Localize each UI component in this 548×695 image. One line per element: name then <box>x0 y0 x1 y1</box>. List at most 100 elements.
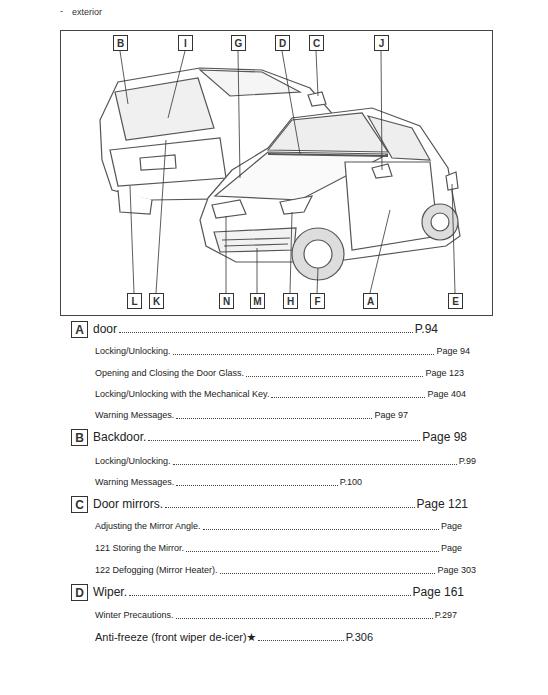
callout-box: H <box>283 293 298 309</box>
section-letter-box: D <box>71 584 88 601</box>
callout-letter: A <box>75 323 84 337</box>
index-entry: Opening and Closing the Door Glass. <box>95 367 244 380</box>
page-reference: Page 97 <box>374 409 408 422</box>
dot-leader <box>129 595 411 596</box>
callout-letter: D <box>279 38 286 49</box>
callout-box: B <box>113 35 128 51</box>
leader-line <box>290 212 292 293</box>
leader-line <box>257 248 258 293</box>
index-entry: Backdoor. <box>93 429 146 445</box>
index-row: Warning Messages. P.100 <box>95 476 362 489</box>
page-reference: Page 123 <box>425 367 464 380</box>
callout-box: I <box>178 35 193 51</box>
dot-leader <box>176 418 372 419</box>
index-row: Winter Precautions.P.297 <box>95 609 457 622</box>
callout-letter: B <box>75 431 84 445</box>
callout-box: G <box>231 35 246 51</box>
callout-letter: I <box>184 38 187 49</box>
leader-line <box>168 51 185 118</box>
leader-line <box>282 51 300 154</box>
index-entry: Anti-freeze (front wiper de-icer)★ <box>95 630 256 645</box>
callout-box: F <box>310 293 325 309</box>
headlamp-left <box>212 200 246 218</box>
dot-leader <box>271 397 425 398</box>
index-row: doorP.94 <box>93 321 438 337</box>
leader-line <box>316 51 318 96</box>
page-reference: Page 121 <box>417 496 468 512</box>
index-entry: Winter Precautions. <box>95 609 174 622</box>
front-wheel-hub <box>304 240 332 268</box>
index-row: Locking/Unlocking with the Mechanical Ke… <box>95 388 466 401</box>
leader-line <box>156 140 166 293</box>
callout-box: N <box>219 293 234 309</box>
callout-box: M <box>250 293 265 309</box>
wiper-line <box>268 154 388 156</box>
dot-leader <box>246 376 423 377</box>
rear-car-mirror <box>308 92 326 106</box>
index-row: Warning Messages.Page 97 <box>95 409 408 422</box>
dot-leader <box>176 618 433 619</box>
page-reference: P.100 <box>340 476 362 489</box>
section-title: exterior <box>72 7 102 17</box>
callout-box: K <box>149 293 164 309</box>
leader-line <box>120 51 128 104</box>
index-row: Anti-freeze (front wiper de-icer)★ P.306 <box>95 630 373 645</box>
index-entry: door <box>93 321 117 337</box>
section-letter-box: C <box>71 496 88 513</box>
page-reference: Page 161 <box>413 584 464 600</box>
index-row: Wiper. Page 161 <box>93 584 464 600</box>
back-door <box>110 138 226 186</box>
dot-leader <box>186 551 439 552</box>
index-row: Locking/Unlocking. P.99 <box>95 455 476 468</box>
callout-box: J <box>374 35 389 51</box>
side-window <box>368 116 430 160</box>
callout-letter: N <box>223 296 230 307</box>
dot-leader <box>173 354 435 355</box>
index-entry: Locking/Unlocking. <box>95 455 171 468</box>
index-entry: 122 Defogging (Mirror Heater). <box>95 564 218 577</box>
leader-line <box>381 51 382 170</box>
callout-letter: E <box>452 296 459 307</box>
rear-roof <box>200 70 300 96</box>
dot-leader <box>173 464 457 465</box>
index-entry: Locking/Unlocking with the Mechanical Ke… <box>95 388 269 401</box>
index-entry: Wiper. <box>93 584 127 600</box>
callout-letter: B <box>117 38 124 49</box>
callout-letter: C <box>313 38 320 49</box>
index-row: Backdoor. Page 98 <box>93 429 467 445</box>
leader-lines <box>120 51 455 293</box>
index-entry: Warning Messages. <box>95 476 174 489</box>
grille-bars <box>222 238 290 246</box>
callout-letter: J <box>379 38 385 49</box>
page-reference: Page 94 <box>436 345 470 358</box>
callout-letter: D <box>75 586 84 600</box>
page-reference: P.306 <box>346 630 373 645</box>
index-row: 122 Defogging (Mirror Heater). Page 303 <box>95 564 476 577</box>
callout-box: L <box>127 293 142 309</box>
index-row: Opening and Closing the Door Glass. Page … <box>95 367 464 380</box>
index-entry: 121 Storing the Mirror. <box>95 542 184 555</box>
dot-leader <box>119 332 413 333</box>
plate <box>140 155 176 170</box>
leader-line <box>317 268 318 293</box>
callout-letter: F <box>314 296 320 307</box>
page-reference: P.99 <box>459 455 476 468</box>
callout-letter: C <box>75 498 84 512</box>
section-letter-box: A <box>71 321 88 338</box>
callout-box: E <box>448 293 463 309</box>
page-reference: Page 303 <box>437 564 476 577</box>
index-row: Adjusting the Mirror Angle.Page <box>95 520 462 533</box>
index-row: Door mirrors.Page 121 <box>93 496 468 512</box>
page-reference: Page 98 <box>422 429 467 445</box>
leader-line <box>238 51 240 178</box>
front-door <box>345 162 438 250</box>
leader-line <box>226 216 227 293</box>
headlamp-right <box>280 196 312 214</box>
index-row: 121 Storing the Mirror.Page <box>95 542 462 555</box>
dot-leader <box>203 529 439 530</box>
rear-window <box>115 78 214 140</box>
page-reference: Page <box>441 520 462 533</box>
page-reference: Page 404 <box>427 388 466 401</box>
dot-leader <box>148 440 420 441</box>
